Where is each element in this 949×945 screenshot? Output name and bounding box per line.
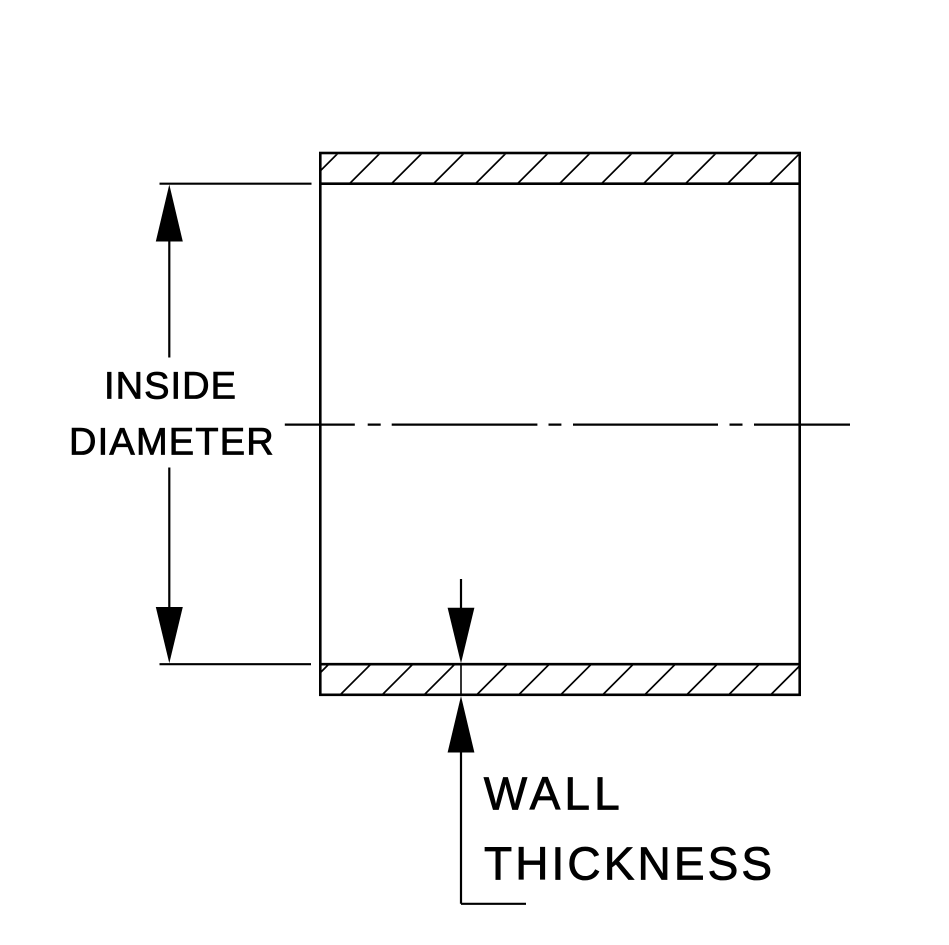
svg-text:WALL: WALL (484, 768, 624, 820)
svg-text:DIAMETER: DIAMETER (69, 421, 275, 463)
svg-text:THICKNESS: THICKNESS (484, 838, 775, 890)
svg-text:INSIDE: INSIDE (104, 365, 237, 407)
